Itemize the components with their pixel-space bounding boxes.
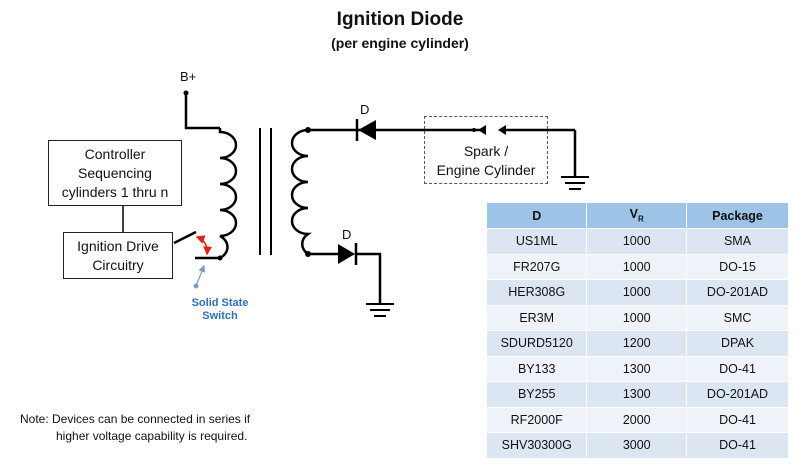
table-header-row: D VR Package — [487, 203, 789, 229]
driver-line1: Ignition Drive — [77, 237, 159, 254]
cell-package: DO-201AD — [686, 381, 789, 407]
cell-device: FR207G — [487, 253, 588, 280]
spark-label: Spark / Engine Cylinder — [424, 142, 548, 180]
table-row: ER3M 1000 SMC — [487, 304, 789, 331]
cell-device: ER3M — [487, 304, 588, 331]
switch-pointer-arrow — [193, 264, 206, 289]
cell-package: DO-41 — [686, 355, 789, 382]
table-row: BY255 1300 DO-201AD — [487, 381, 789, 407]
header-vr-main: V — [629, 207, 638, 222]
controller-line3: cylinders 1 thru n — [61, 183, 169, 200]
ignition-drive-box: Ignition Drive Circuitry — [63, 232, 173, 279]
table-row: BY133 1300 DO-41 — [487, 355, 789, 382]
diode-label-top: D — [360, 102, 370, 117]
supply-label: B+ — [180, 69, 197, 84]
table-row: HER308G 1000 DO-201AD — [487, 279, 789, 305]
page-title: Ignition Diode — [336, 9, 464, 30]
ground-symbol-top — [561, 176, 589, 190]
cell-device: BY133 — [487, 355, 588, 382]
cell-vr: 2000 — [586, 406, 687, 433]
spark-gap-wire — [376, 125, 577, 176]
cell-device: US1ML — [487, 228, 588, 254]
table-row: SDURD5120 1200 DPAK — [487, 330, 789, 356]
cell-vr: 1200 — [586, 330, 687, 356]
cell-package: SMA — [686, 228, 789, 254]
diode-label-bottom: D — [342, 227, 352, 242]
cell-package: DO-15 — [686, 253, 789, 280]
cell-package: SMC — [686, 304, 789, 331]
cell-vr: 3000 — [586, 432, 687, 458]
secondary-top-wire — [305, 127, 360, 133]
diode-bottom — [338, 243, 358, 265]
controller-line1: Controller — [84, 145, 146, 162]
controller-box: Controller Sequencing cylinders 1 thru n — [48, 140, 182, 206]
cell-package: DO-201AD — [686, 279, 789, 305]
switch-label-line2: Switch — [202, 310, 238, 322]
switch-motion-arrow — [195, 235, 213, 256]
cell-device: BY255 — [487, 381, 588, 407]
diode-table: D VR Package US1ML 1000 SMA FR207G 1000 … — [487, 203, 789, 458]
page-subtitle: (per engine cylinder) — [331, 35, 469, 51]
footnote-line2: higher voltage capability is required. — [56, 429, 248, 443]
header-vr: VR — [586, 203, 687, 229]
cell-vr: 1000 — [586, 228, 687, 254]
header-vr-sub: R — [638, 214, 644, 224]
transformer-core — [259, 128, 272, 255]
cell-package: DO-41 — [686, 406, 789, 433]
table-row: US1ML 1000 SMA — [487, 228, 789, 254]
cell-vr: 1300 — [586, 355, 687, 382]
spark-gap-box — [424, 116, 548, 184]
switch-label-line1: Solid State — [191, 297, 249, 309]
spark-line1: Spark / — [463, 143, 509, 159]
cell-vr: 1300 — [586, 381, 687, 407]
ground-symbol-bottom — [366, 303, 394, 317]
table-row: RF2000F 2000 DO-41 — [487, 406, 789, 433]
cell-device: SHV30300G — [487, 432, 588, 458]
secondary-coil — [290, 128, 313, 256]
table-row: SHV30300G 3000 DO-41 — [487, 432, 789, 458]
cell-package: DO-41 — [686, 432, 789, 458]
supply-terminal — [183, 90, 220, 130]
cell-vr: 1000 — [586, 253, 687, 280]
footnote-line1: Note: Devices can be connected in series… — [20, 412, 251, 426]
cell-vr: 1000 — [586, 304, 687, 331]
cell-vr: 1000 — [586, 279, 687, 305]
cell-device: HER308G — [487, 279, 588, 305]
spark-line2: Engine Cylinder — [436, 162, 536, 178]
controller-line2: Sequencing — [78, 164, 152, 181]
driver-line2: Circuitry — [92, 256, 144, 273]
primary-coil — [218, 128, 238, 260]
secondary-bottom-wire — [305, 251, 338, 257]
solid-state-switch — [173, 230, 223, 261]
table-row: FR207G 1000 DO-15 — [487, 253, 789, 280]
cell-device: RF2000F — [487, 406, 588, 433]
cell-package: DPAK — [686, 330, 789, 356]
footnote: Note: Devices can be connected in series… — [20, 411, 250, 445]
cell-device: SDURD5120 — [487, 330, 588, 356]
diode-top — [355, 119, 376, 141]
header-package: Package — [686, 203, 789, 229]
ground-wire-bottom — [356, 252, 382, 304]
header-device: D — [487, 203, 588, 229]
switch-label: Solid State Switch — [178, 297, 262, 323]
